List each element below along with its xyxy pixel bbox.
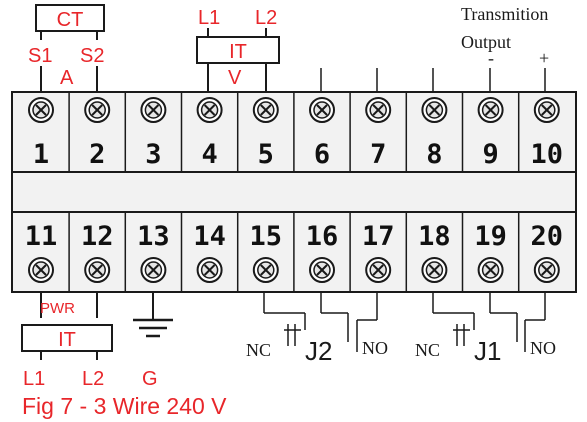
terminal-screw-icon: [365, 97, 392, 123]
relay-j1-contact-icon: [453, 324, 470, 346]
terminal-screw-icon: [477, 257, 504, 283]
j1-nc-label: NC: [415, 340, 440, 360]
relay-j1-wiring: [432, 292, 546, 352]
v-label: V: [228, 67, 242, 89]
terminal-screw-icon: [196, 257, 223, 283]
terminal: 5: [236, 92, 279, 172]
output-minus-label: -: [488, 48, 494, 68]
relay-j2-contact-icon: [284, 324, 301, 346]
terminal-screw-icon: [533, 257, 560, 283]
terminal: 19: [461, 212, 507, 292]
voltage-l1-label: L1: [198, 7, 220, 29]
terminal-screw-icon: [421, 257, 448, 283]
terminal-screw-icon: [252, 257, 279, 283]
terminal-screw-icon: [309, 257, 335, 283]
terminal-number: 18: [418, 221, 451, 252]
voltage-it-label: IT: [229, 41, 247, 63]
ct-box: [35, 4, 105, 32]
terminal-number: 12: [81, 221, 114, 252]
terminal-screw-icon: [477, 97, 504, 123]
terminal-number: 15: [250, 221, 283, 252]
j1-label: J1: [474, 336, 501, 366]
voltage-l2-label: L2: [255, 7, 277, 29]
pwr-label: PWR: [40, 300, 75, 317]
terminal: 4: [180, 92, 223, 172]
terminal-number: 1: [33, 139, 49, 170]
terminal-number: 9: [482, 139, 498, 170]
terminal: 13: [124, 212, 170, 292]
terminal-screw-icon: [196, 97, 223, 123]
terminal-number: 2: [89, 139, 105, 170]
terminal-screw-icon: [28, 97, 54, 123]
terminal: 17: [349, 212, 395, 292]
power-l2-label: L2: [82, 368, 104, 390]
terminal: 2: [68, 92, 111, 172]
terminal-number: 19: [474, 221, 507, 252]
relay-j2-wiring: [263, 292, 378, 352]
power-l1-label: L1: [23, 368, 45, 390]
terminal: 18: [405, 212, 451, 292]
a-label: A: [60, 67, 74, 89]
terminal-number: 20: [531, 221, 564, 252]
terminal-screw-icon: [28, 257, 54, 283]
s2-label: S2: [80, 45, 104, 67]
terminal: 12: [68, 212, 114, 292]
terminal: 14: [180, 212, 226, 292]
power-it-box: [21, 324, 113, 352]
terminal-number: 3: [145, 139, 161, 170]
ground-icon: [133, 292, 173, 338]
terminal-number: 17: [362, 221, 395, 252]
terminal: 10: [517, 92, 564, 172]
terminal-number: 6: [314, 139, 330, 170]
terminal-number: 4: [201, 139, 217, 170]
transmission-label: Transmition: [461, 4, 548, 24]
terminal-number: 13: [137, 221, 170, 252]
terminal: 3: [124, 92, 167, 172]
terminal: 16: [293, 212, 339, 292]
terminal-screw-icon: [84, 97, 111, 123]
output-plus-label: +: [539, 48, 549, 68]
j2-nc-label: NC: [246, 340, 271, 360]
ct-label: CT: [57, 9, 84, 31]
terminal-number: 5: [258, 139, 274, 170]
terminal-number: 10: [531, 139, 564, 170]
terminal: 8: [405, 92, 448, 172]
terminal: 9: [461, 92, 504, 172]
terminal-number: 16: [306, 221, 339, 252]
output-label: Output: [461, 32, 511, 52]
terminal-screw-icon: [365, 257, 392, 283]
terminal-number: 14: [193, 221, 226, 252]
terminal: 11: [25, 221, 58, 283]
terminal-number: 11: [25, 221, 58, 252]
terminal: 6: [293, 92, 335, 172]
g-label: G: [142, 368, 158, 390]
terminal-screw-icon: [309, 97, 335, 123]
s1-label: S1: [28, 45, 52, 67]
terminal: 15: [236, 212, 283, 292]
j1-no-label: NO: [530, 338, 556, 358]
voltage-it-box: [196, 36, 280, 64]
terminal: 7: [349, 92, 392, 172]
terminal-screw-icon: [140, 257, 167, 283]
terminal-screw-icon: [84, 257, 111, 283]
terminal-number: 7: [370, 139, 386, 170]
j2-label: J2: [305, 336, 332, 366]
j2-no-label: NO: [362, 338, 388, 358]
terminal-screw-icon: [140, 97, 167, 123]
terminal: 1: [28, 97, 54, 170]
terminal-screw-icon: [252, 97, 279, 123]
bottom-terminal-row: 11 12 13 14 15 16 17 18 19 20: [25, 212, 563, 292]
power-it-label: IT: [58, 329, 76, 351]
terminal-screw-icon: [421, 97, 448, 123]
terminal: 20: [517, 212, 564, 292]
figure-caption: Fig 7 - 3 Wire 240 V: [22, 393, 227, 419]
terminal-screw-icon: [533, 97, 560, 123]
terminal-number: 8: [426, 139, 442, 170]
top-terminal-row: 1 2 3 4 5 6 7 8 9 10: [28, 92, 564, 172]
